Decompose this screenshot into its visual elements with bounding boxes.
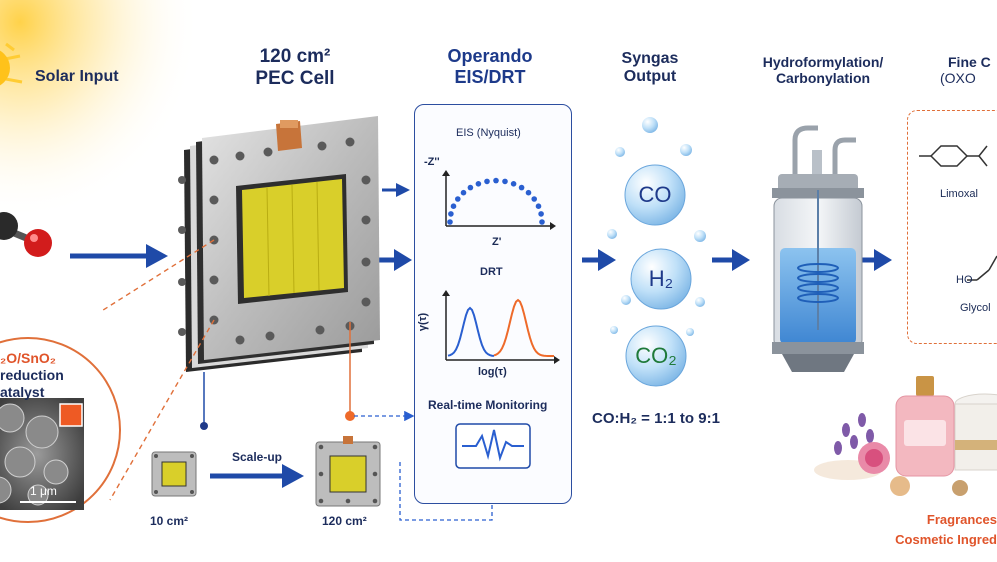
hydroformylation-title: Hydroformylation/ Carbonylation [738,54,908,86]
syngas-title: Syngas Output [600,50,700,87]
pec-title-line2: PEC Cell [255,67,335,89]
waveform-icon [455,423,531,469]
flow-arrow-2 [378,249,412,271]
footer-line1: Fragrances [926,512,997,527]
large-cell-label: 120 cm² [322,514,367,528]
eis-point [447,219,453,225]
monitor-link [345,322,498,521]
operando-title-line2: EIS/DRT [454,66,526,87]
eis-point [450,203,457,209]
catalyst-line3: atalyst [0,383,45,400]
eis-plot [442,170,556,230]
scale-bar-label: 1 μm [30,484,57,498]
fine-chemicals-title: Fine C (OXO [940,54,997,86]
sun-icon [0,0,200,220]
operando-title: Operando EIS/DRT [430,46,550,87]
catalyst-formula: ₂O/SnO₂ [0,350,56,366]
eis-points [447,177,545,225]
bubble-co2-label: CO₂ [635,343,677,368]
eis-point [535,203,542,209]
glycol-structure [967,255,997,281]
eis-ylabel: -Z'' [424,156,440,168]
eis-point [455,196,461,202]
chem-ho: HO [956,274,973,286]
eis-point [493,177,499,184]
drt-title: DRT [480,266,503,278]
solar-input-title: Solar Input [35,68,119,85]
flow-arrow-4 [712,249,750,271]
operando-charts [442,170,560,469]
eis-point [518,184,525,191]
syngas-title-line2: Output [623,68,677,86]
hydro-title-line1: Hydroformylation/ [762,54,884,70]
flow-arrow-5 [858,249,892,271]
pec-cell-icon [178,116,380,372]
drt-plot [442,290,560,364]
syngas-bubbles-small [607,117,706,336]
reactor-icon [772,125,864,372]
drt-peak-orange [493,298,554,357]
pec-cell-title: 120 cm² PEC Cell [230,46,360,90]
syngas-ratio: CO:H₂ = 1:1 to 9:1 [592,410,720,427]
eis-point [460,189,467,196]
eis-point [525,189,532,196]
eis-point [467,184,474,191]
eis-point [502,178,508,185]
eis-point [538,211,544,217]
chem-glycol: Glycol [960,302,991,314]
syngas-bubbles-large [624,164,692,387]
eis-point [448,211,454,217]
catalyst-line2: reduction [0,366,64,383]
fine-title-line2: (OXO [940,70,976,87]
fine-footer: Fragrances Cosmetic Ingred [880,510,997,549]
flow-arrow-1 [70,244,168,268]
eis-point [475,181,482,187]
hydro-title-line2: Carbonylation [775,70,871,87]
bubble-h2-label: H₂ [648,266,674,291]
catalyst-callout-lines [99,239,215,501]
scaleup-label: Scale-up [232,450,283,464]
connector-dot [200,422,208,430]
cosmetics-icon [814,376,997,496]
eis-point [531,196,537,202]
monitor-title: Real-time Monitoring [428,398,548,412]
flow-arrow-3 [582,249,616,271]
bubble-co-label: CO [638,182,672,207]
scaleup-arrow [210,464,304,488]
fine-title-line1: Fine C [948,54,991,70]
chem-limoxal: Limoxal [940,188,978,200]
eis-point [539,219,545,225]
catalyst-panel [0,337,121,523]
operando-title-line1: Operando [447,46,533,66]
limoxal-structure [919,145,988,167]
footer-line2: Cosmetic Ingred [895,531,997,547]
eis-title: EIS (Nyquist) [456,127,521,139]
small-cell-label: 10 cm² [150,514,189,528]
large-cell-icon [315,436,381,507]
drt-xlabel: log(τ) [478,366,507,378]
fine-chemicals-panel [907,110,997,344]
flow-arrow-small-top [382,183,410,197]
catalyst-labels: ₂O/SnO₂ reduction atalyst [0,350,90,400]
eis-point [510,181,517,187]
eis-xlabel: Z' [492,236,502,248]
pec-title-line1: 120 cm² [259,46,331,67]
syngas-title-line1: Syngas [621,50,679,67]
drt-ylabel: γ(τ) [417,312,430,332]
eis-point [484,178,490,185]
small-cell-icon [151,451,197,497]
chemical-structures [919,145,997,281]
drt-peak-blue [447,306,495,357]
co-molecule-icon [0,212,52,257]
